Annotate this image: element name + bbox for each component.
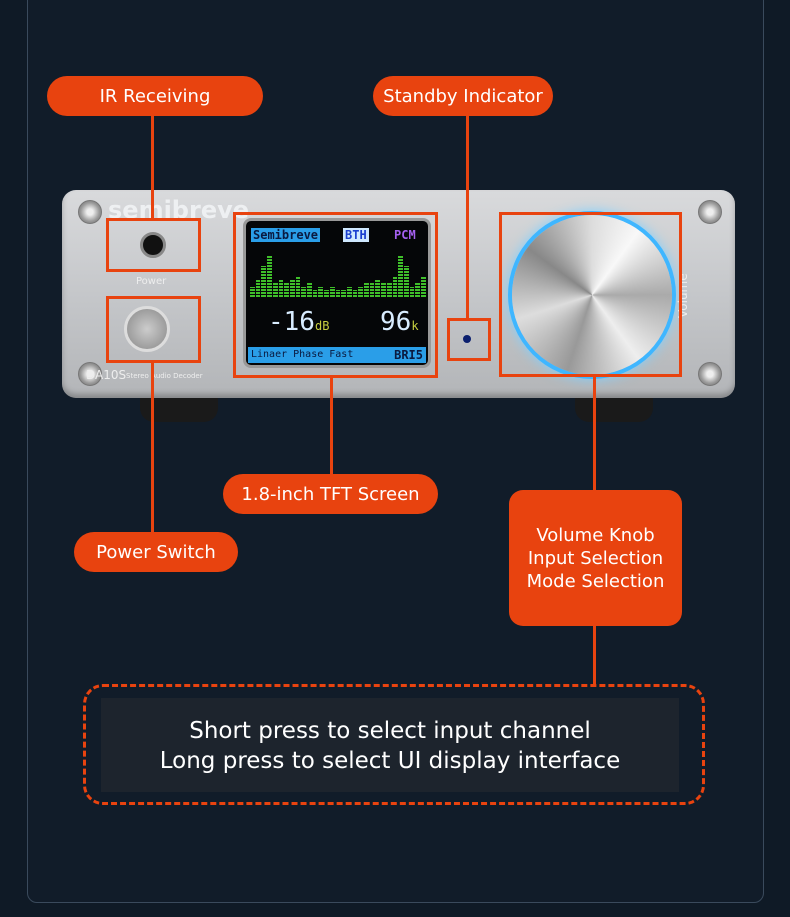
screw-icon	[698, 362, 722, 386]
spectrum-bar	[364, 283, 369, 297]
spectrum-bar	[358, 286, 364, 297]
spectrum-bar	[255, 279, 261, 297]
spectrum-bar	[386, 283, 392, 297]
spectrum-bar	[346, 286, 352, 297]
spectrum-bar	[278, 279, 284, 297]
spectrum-bar	[301, 286, 307, 297]
tft-screen-label: 1.8-inch TFT Screen	[223, 474, 438, 514]
screw-icon	[78, 362, 102, 386]
standby-indicator-label: Standby Indicator	[373, 76, 553, 116]
spectrum-bar	[381, 283, 386, 297]
spectrum-bar	[392, 276, 398, 297]
spectrum-bar	[375, 279, 381, 297]
spectrum-bar	[261, 265, 267, 297]
spectrum-bar	[409, 286, 415, 297]
spectrum-bar	[369, 283, 375, 297]
spectrum-bar	[289, 279, 295, 297]
connector-line	[466, 116, 469, 318]
spectrum-bar	[272, 283, 278, 297]
spectrum-bar	[307, 283, 312, 297]
spectrum-bar	[341, 290, 346, 297]
connector-line	[593, 376, 596, 490]
spectrum-bar	[421, 276, 426, 297]
screen-brand: Semibreve	[251, 228, 321, 242]
spectrum-bar	[415, 283, 421, 297]
note-box: Short press to select input channel Long…	[101, 698, 679, 792]
screen-format: PCM	[394, 228, 416, 242]
spectrum-bar	[403, 265, 409, 297]
spectrum-bar	[352, 290, 358, 297]
power-switch-label: Power Switch	[74, 532, 238, 572]
note-line-1: Short press to select input channel	[189, 718, 591, 744]
volume-knob-label: Volume Knob Input Selection Mode Selecti…	[509, 490, 682, 626]
volume-knob[interactable]	[512, 215, 672, 375]
power-highlight-box	[106, 296, 201, 363]
ir-sensor	[140, 232, 166, 258]
spectrum-bar	[329, 286, 335, 297]
spectrum-bar	[250, 286, 255, 297]
model-text: DA10S	[86, 368, 127, 382]
screen-volume: -16dB	[268, 307, 330, 337]
connector-line	[151, 116, 154, 218]
note-dashed-frame	[83, 684, 705, 805]
model-subtitle: Stereo Audio Decoder	[126, 372, 203, 380]
spectrum-bar	[318, 286, 324, 297]
spectrum-bar	[295, 276, 301, 297]
screen-input: BTH	[343, 228, 369, 242]
spectrum-bar	[284, 283, 289, 297]
tft-screen: Semibreve BTH PCM -16dB 96k Linaer Phase…	[243, 218, 431, 368]
standby-led	[463, 335, 471, 343]
spectrum-bar	[267, 255, 272, 297]
spectrum-bar	[398, 255, 403, 297]
spectrum-bar	[312, 290, 318, 297]
ir-receiving-label: IR Receiving	[47, 76, 263, 116]
spectrum-visualizer	[250, 255, 426, 297]
note-line-2: Long press to select UI display interfac…	[159, 748, 621, 774]
connector-line	[330, 377, 333, 474]
knob-highlight-box	[499, 212, 682, 377]
screw-icon	[698, 200, 722, 224]
spectrum-bar	[324, 290, 329, 297]
connector-line	[151, 362, 154, 532]
screen-rate: 96k	[380, 307, 419, 337]
power-text: Power	[136, 276, 167, 287]
connector-line	[593, 625, 596, 685]
power-button[interactable]	[124, 306, 170, 352]
standby-highlight-box	[447, 318, 491, 361]
screw-icon	[78, 200, 102, 224]
spectrum-bar	[335, 290, 341, 297]
ir-highlight-box	[106, 218, 201, 272]
screen-highlight-box	[233, 212, 438, 378]
